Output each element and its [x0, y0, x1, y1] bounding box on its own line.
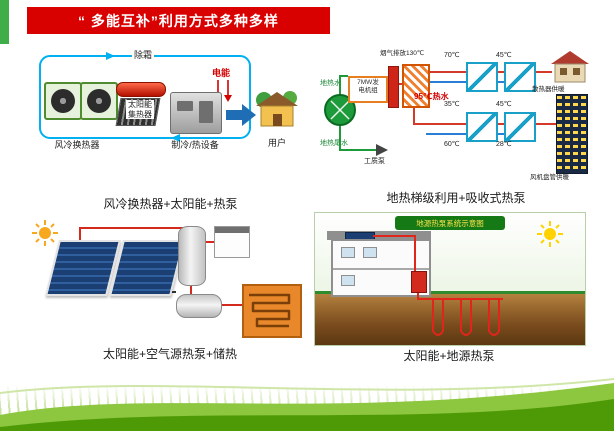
floor-line [333, 268, 429, 270]
footer-waves [0, 378, 614, 431]
caption-solar-gshp: 太阳能+地源热泵 [403, 349, 495, 363]
fan-unit-label: 风冷换热器 [54, 140, 100, 150]
panel-solar-gshp: 地源热泵系统示意图 [314, 212, 586, 364]
geo-tailwater-label: 地热尾水 [320, 140, 348, 147]
fan-blade-icon [87, 89, 111, 113]
left-accent-stripe [0, 0, 9, 44]
geo-water-label: 地热水 [320, 80, 341, 87]
stack-icon [388, 66, 399, 108]
user-label: 用户 [267, 138, 286, 148]
fan-blade-icon [51, 89, 75, 113]
heat-pump-unit-icon [411, 271, 427, 293]
floor-heating-icon [242, 284, 302, 338]
electric-label: 电能 [212, 68, 231, 78]
caption-air-solar-heatpump: 风冷换热器+太阳能+热泵 [103, 197, 238, 211]
solar-water-tank-icon [116, 82, 166, 97]
hot-water-label: 95℃热水 [414, 92, 449, 101]
hvac-unit-label: 制冷/热设备 [171, 140, 219, 150]
sun-icon [32, 220, 58, 246]
house-icon [256, 91, 298, 127]
temp-label: 35℃ [444, 101, 460, 108]
unit-top-strip [215, 227, 249, 233]
temp-label: 70℃ [444, 52, 460, 59]
storage-tank-icon [178, 226, 206, 286]
panel-geothermal-cascade: 7MW发 电机组 烟气排放130℃ 95℃热水 地热水 地热尾水 工质泵 70℃… [318, 46, 594, 206]
temp-label: 45℃ [496, 101, 512, 108]
scene-banner: 地源热泵系统示意图 [395, 216, 505, 230]
temp-label: 60℃ [444, 141, 460, 148]
heating-coil-icon [249, 293, 291, 328]
footer-decoration [0, 359, 614, 431]
radiator-heating-label: 散热器供暖 [532, 86, 565, 93]
borehole-pipes [373, 235, 503, 336]
house-icon [551, 51, 589, 83]
panel-solar-ashp-storage: 太阳能+空气源热泵+储热 [30, 218, 310, 362]
window-icon [341, 247, 355, 258]
flue-label: 烟气排放130℃ [380, 50, 425, 57]
generator-label-line2: 电机组 [358, 87, 378, 95]
buffer-tank-icon [176, 294, 222, 318]
slide-title: “ 多能互补”利用方式多种多样 [78, 12, 279, 29]
sun-icon [537, 221, 563, 247]
apartment-building-icon [556, 94, 588, 174]
grass-texture [0, 383, 614, 419]
fan-unit-icon [80, 82, 118, 120]
window-icon [341, 275, 355, 286]
control-unit-icon [214, 226, 250, 258]
heat-exchanger-icon [402, 64, 430, 108]
defrost-label: 除霜 [132, 50, 155, 61]
caption-geothermal-cascade: 地热梯级利用+吸收式热泵 [386, 191, 526, 205]
temp-label: 28℃ [496, 141, 512, 148]
heat-exchanger-box [466, 112, 498, 142]
heat-exchanger-box [504, 62, 536, 92]
fancoil-heating-label: 风机盘管供暖 [530, 174, 569, 181]
gshp-scene: 地源热泵系统示意图 [314, 212, 586, 346]
panel-air-solar-heatpump: 太阳能 集热器 电能 除霜 风冷换热器 制冷/热设备 用户 风冷换热器+太阳能+… [28, 44, 313, 212]
window-icon [363, 247, 377, 258]
fan-unit-icon [44, 82, 82, 120]
solar-collector-label: 太阳能 集热器 [126, 100, 154, 120]
vent-icon [177, 101, 193, 111]
title-banner: “ 多能互补”利用方式多种多样 [27, 7, 330, 34]
generator-label-line1: 7MW发 [357, 79, 379, 86]
temp-label: 45℃ [496, 52, 512, 59]
caption-solar-ashp-storage: 太阳能+空气源热泵+储热 [102, 347, 238, 361]
pump-label: 工质泵 [364, 158, 385, 165]
vent-icon [199, 101, 213, 123]
heat-exchanger-box [504, 112, 536, 142]
heat-exchanger-box [466, 62, 498, 92]
compressor-unit-icon [170, 92, 222, 134]
generator-unit: 7MW发 电机组 [348, 76, 388, 103]
